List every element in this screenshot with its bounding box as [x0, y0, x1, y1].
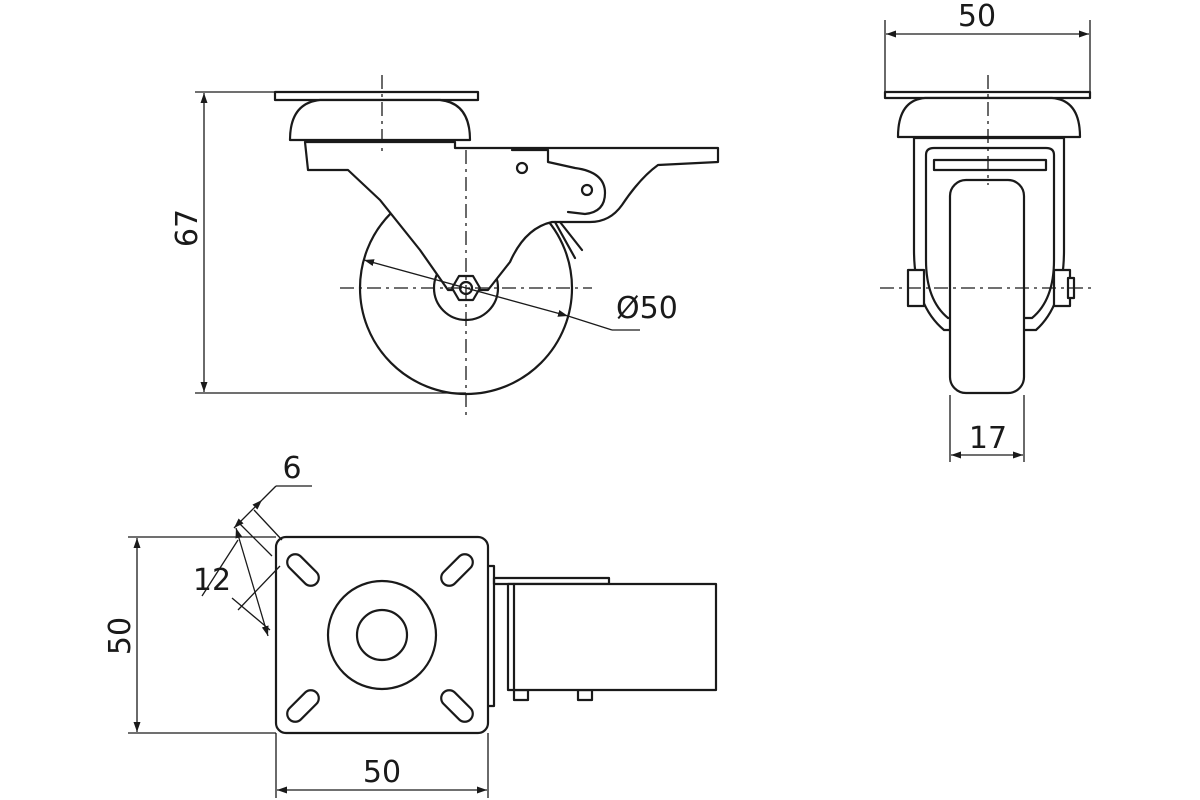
dimension-wheel-width-label: 17: [969, 421, 1007, 456]
side-view: [880, 75, 1095, 395]
dimension-diameter: Ø50: [363, 259, 678, 331]
dimension-height-label: 67: [170, 209, 205, 247]
dimension-height: 67: [170, 91, 466, 394]
front-view: [273, 75, 720, 418]
side-fork-crossbar: [932, 158, 1048, 172]
front-brake-pin-2: [580, 183, 594, 197]
top-fork-lower-tab-2: [576, 688, 594, 702]
front-brake-spring: [553, 220, 584, 260]
top-fork-lower-tab: [512, 688, 530, 702]
dimension-slot-width-line: [233, 499, 263, 529]
top-slot-bottom-right: [440, 689, 474, 723]
dimension-plate-height-label: 50: [103, 617, 138, 655]
side-wheel: [948, 178, 1026, 395]
dimension-slot-length: 12: [193, 527, 281, 637]
top-brake-pedal: [506, 582, 718, 692]
top-slot-bottom-left: [286, 689, 320, 723]
dimension-slot-length-line: [235, 527, 269, 637]
side-swivel-dome: [896, 96, 1082, 139]
dimension-side-width: 50: [884, 0, 1091, 92]
dimension-plate-width: 50: [275, 733, 489, 798]
dimension-side-width-label: 50: [958, 0, 996, 34]
front-brake-pin-1: [515, 161, 529, 175]
top-slot-top-left: [286, 553, 320, 587]
front-swivel-dome: [288, 98, 472, 142]
side-fork-inner: [924, 146, 1056, 320]
top-mounting-plate: [274, 535, 490, 735]
dimension-plate-height: 50: [103, 536, 276, 734]
top-swivel-ring: [326, 579, 438, 691]
dimension-diameter-label: Ø50: [616, 291, 678, 326]
dimension-slot-width-label: 6: [282, 451, 301, 486]
dimension-slot-length-label: 12: [193, 563, 231, 598]
front-brake-lever: [510, 148, 607, 216]
top-view: [274, 535, 718, 735]
top-swivel-hole: [355, 608, 409, 662]
dimension-plate-width-label: 50: [363, 755, 401, 790]
dimension-diameter-line: [363, 259, 569, 317]
dimension-wheel-width: 17: [949, 395, 1025, 462]
top-slot-top-right: [440, 553, 474, 587]
front-top-plate: [273, 90, 480, 102]
